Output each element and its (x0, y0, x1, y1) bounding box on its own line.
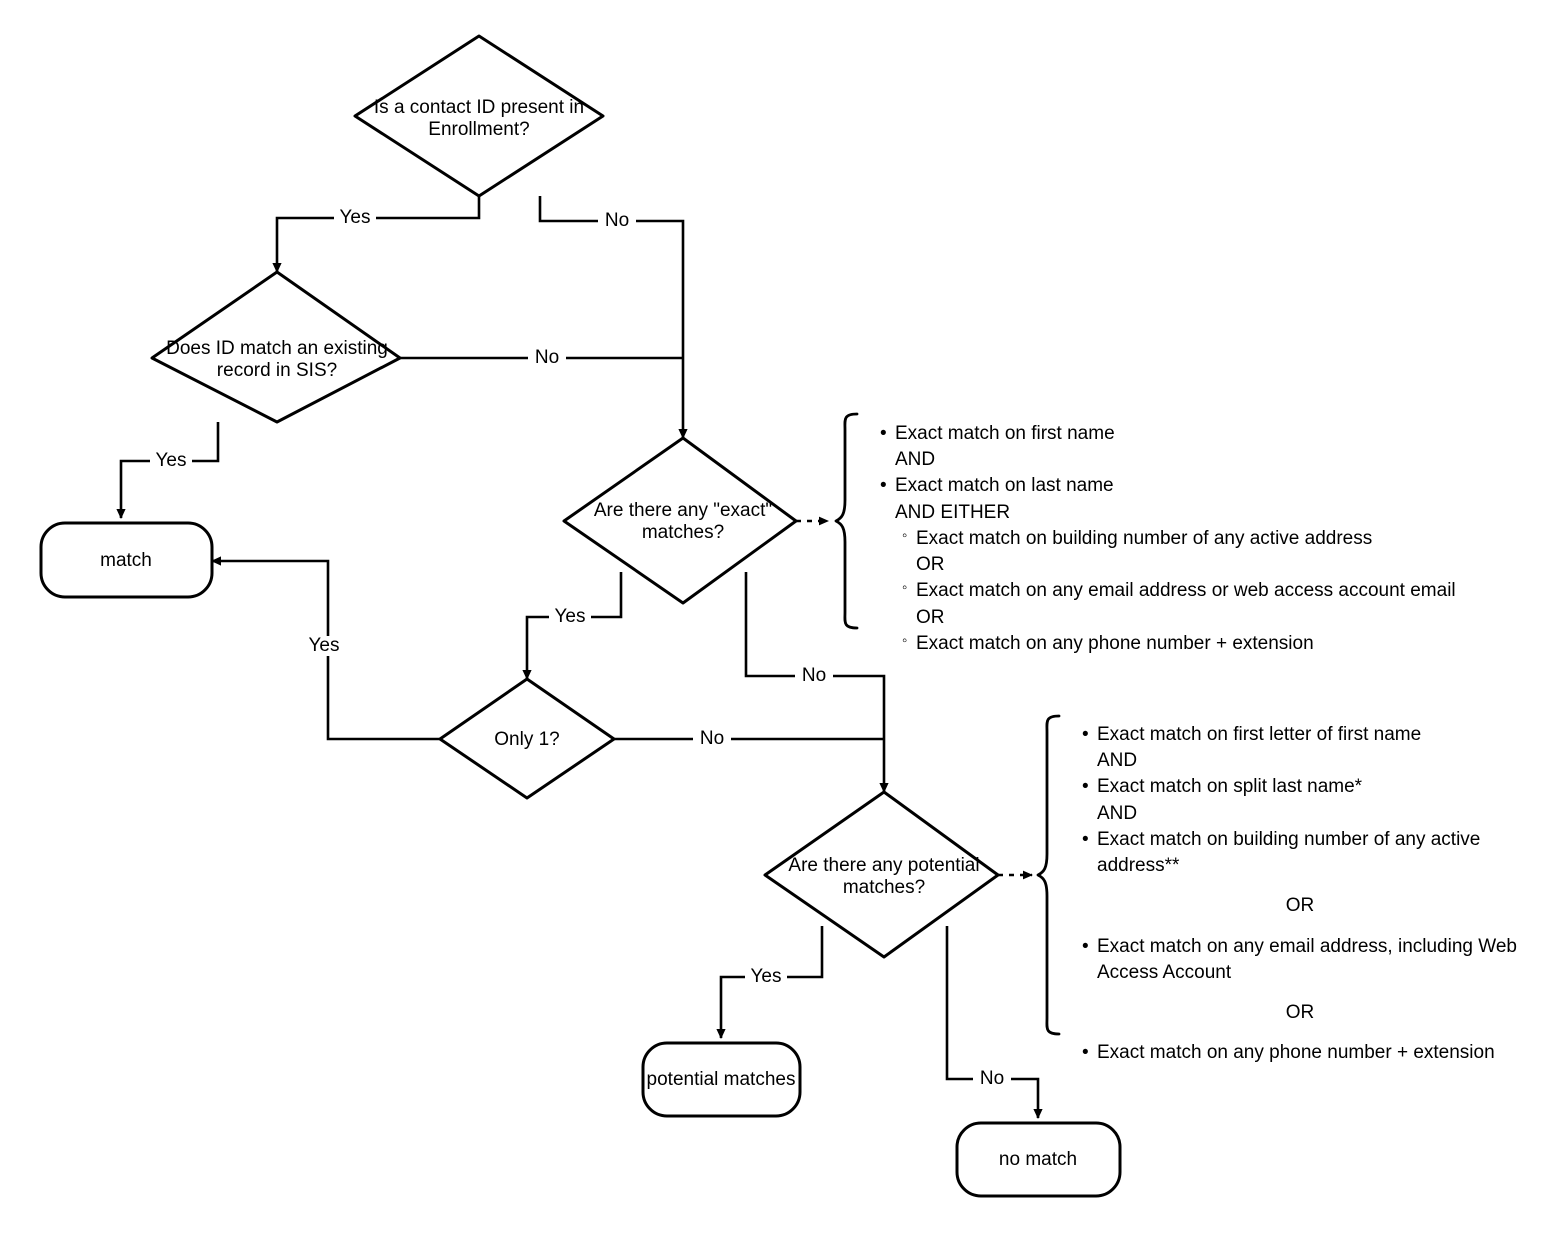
node-label: no match (999, 1149, 1077, 1170)
stadium-shape (641, 1041, 802, 1118)
diamond-shape (353, 34, 605, 198)
edge-potential-no (945, 926, 1043, 1119)
potential-criteria-item-6: Exact match on any email address, includ… (1080, 934, 1520, 986)
label-bg (150, 451, 192, 471)
potential-criteria-item-1: Exact match on split last name* AND (1080, 774, 1520, 826)
exact-criteria-item-0: Exact match on first name AND (878, 421, 1478, 473)
brace-potential-criteria (1036, 714, 1061, 1036)
node-label: match (100, 550, 152, 571)
label-bg (528, 348, 566, 368)
brace-exact-criteria (834, 412, 859, 630)
potential-criteria-item-8: OR (1285, 1001, 1315, 1023)
label-bg (549, 607, 591, 627)
potential-criteria-item-9 (1080, 1026, 1520, 1040)
edge-label-root-yes-text: Yes (340, 207, 371, 228)
node-only-one[interactable]: Only 1? (438, 677, 616, 800)
diamond-shape (150, 270, 402, 424)
edge-label-exact-yes: Yes (555, 606, 586, 627)
potential-criteria-item-3 (1080, 879, 1520, 893)
label-bg (745, 967, 787, 987)
node-label: Are there any "exact" (594, 500, 772, 521)
potential-criteria-item-10: Exact match on any phone number + extens… (1080, 1040, 1520, 1066)
edge-label-sis-yes: Yes (156, 450, 187, 471)
potential-criteria-item-4: OR (1285, 895, 1315, 917)
edge-label-root-no: No (605, 210, 629, 231)
node-no-match-terminal[interactable]: no match (955, 1121, 1122, 1198)
label-bg (303, 636, 345, 656)
note-exact-match-criteria: Exact match on first name ANDExact match… (878, 421, 1478, 657)
node-label: Is a contact ID present in (374, 97, 584, 118)
label-bg (693, 729, 731, 749)
node-potential-matches-terminal[interactable]: potential matches (641, 1041, 802, 1118)
label-bg (334, 208, 376, 228)
node-label: Does ID match an existing (166, 338, 388, 359)
exact-criteria-item-2: Exact match on building number of any ac… (878, 526, 1478, 578)
potential-criteria-item-2: Exact match on building number of any ac… (1080, 827, 1520, 879)
stadium-shape (955, 1121, 1122, 1198)
diamond-shape (438, 677, 616, 800)
potential-criteria-item-0: Exact match on first letter of first nam… (1080, 722, 1520, 774)
exact-criteria-item-1: Exact match on last name AND EITHER (878, 473, 1478, 525)
edge-label-only1-no: No (700, 728, 724, 749)
node-label: potential matches (647, 1069, 796, 1090)
node-is-contact-id-present[interactable]: Is a contact ID present in Enrollment? (353, 34, 605, 198)
edge-root-no (538, 196, 688, 439)
label-bg (598, 211, 636, 231)
edge-label-potential-yes: Yes (751, 966, 782, 987)
diamond-shape (763, 790, 1000, 959)
label-bg (973, 1069, 1011, 1089)
potential-criteria-item-5 (1080, 920, 1520, 934)
node-label-line2: matches? (642, 522, 724, 543)
edge-label-only1-yes: Yes (309, 635, 340, 656)
potential-criteria-item-7 (1080, 986, 1520, 1000)
node-label-line2: record in SIS? (217, 360, 337, 381)
label-bg (795, 666, 833, 686)
diamond-shape (562, 436, 798, 605)
edge-label-sis-no: No (535, 347, 559, 368)
note-potential-match-criteria: Exact match on first letter of first nam… (1080, 722, 1520, 1067)
node-label-line2: matches? (843, 877, 925, 898)
node-label: Are there any potential (788, 855, 979, 876)
node-are-there-any-exact-matches[interactable]: Are there any "exact" matches? (562, 436, 798, 605)
node-match-terminal[interactable]: match (39, 521, 214, 599)
edge-root-yes (272, 196, 481, 273)
exact-criteria-item-4: Exact match on any phone number + extens… (878, 631, 1478, 657)
node-are-there-any-potential-matches[interactable]: Are there any potential matches? (763, 790, 1000, 959)
edge-label-exact-no: No (802, 665, 826, 686)
node-label-line2: Enrollment? (428, 119, 529, 140)
exact-criteria-item-3: Exact match on any email address or web … (878, 578, 1478, 630)
edge-label-potential-no: No (980, 1068, 1004, 1089)
stadium-shape (39, 521, 214, 599)
node-does-id-match-sis[interactable]: Does ID match an existing record in SIS? (150, 270, 402, 424)
node-label: Only 1? (494, 729, 559, 750)
